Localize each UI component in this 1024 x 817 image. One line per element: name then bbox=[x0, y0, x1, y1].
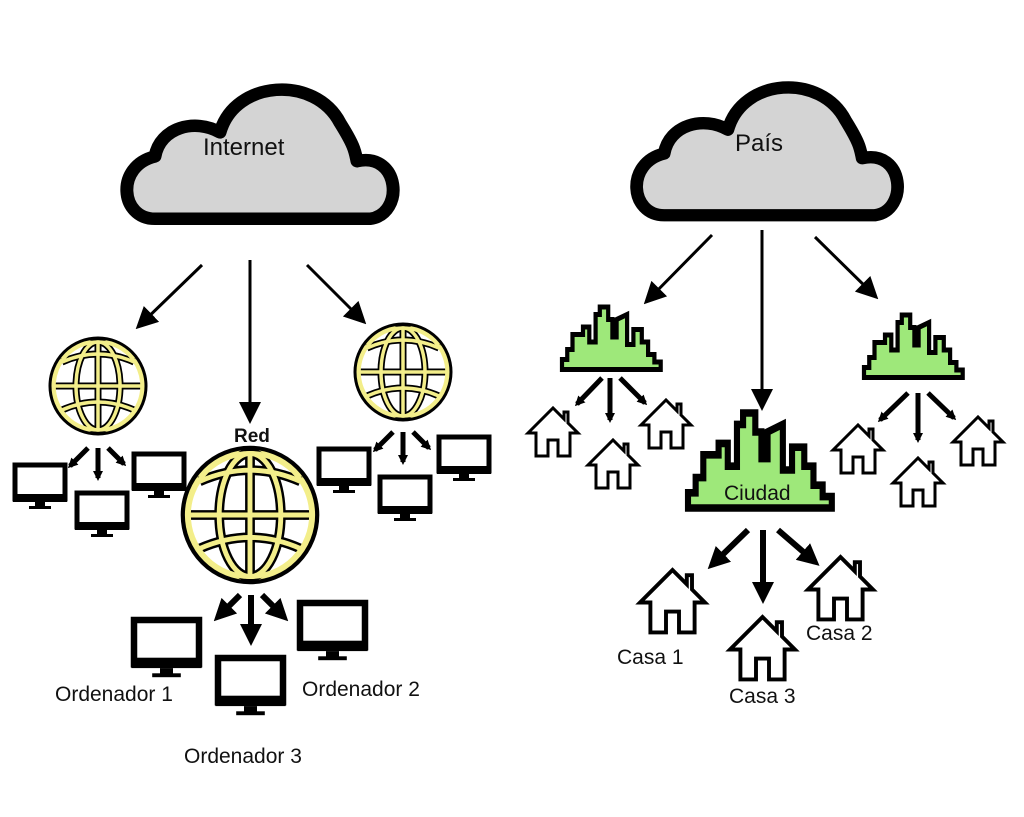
left-city-icon bbox=[562, 307, 661, 370]
ordenador-3-monitor-icon bbox=[215, 658, 285, 715]
house-icon bbox=[951, 415, 1005, 467]
casa-1-label: Casa 1 bbox=[617, 646, 684, 669]
ordenador-2-label: Ordenador 2 bbox=[302, 678, 420, 701]
ordenador-3-label: Ordenador 3 bbox=[184, 745, 302, 768]
left-network-globe-icon bbox=[50, 338, 146, 434]
arrow-pais-to-left-city bbox=[643, 233, 714, 305]
right-network-globe-icon bbox=[355, 324, 451, 420]
house-icon bbox=[831, 423, 885, 475]
arrow-internet-to-left-globe bbox=[135, 263, 204, 330]
ciudad-label: Ciudad bbox=[724, 482, 791, 505]
casa-1-house-icon bbox=[638, 568, 707, 635]
arrow-internet-to-right-globe bbox=[305, 263, 367, 325]
pais-label: País bbox=[735, 130, 784, 157]
left-globe-arrows bbox=[67, 446, 127, 481]
red-globe-icon bbox=[183, 448, 317, 582]
house-icon bbox=[586, 438, 640, 490]
casa-3-house-icon bbox=[728, 615, 797, 682]
right-city-icon bbox=[864, 315, 963, 378]
red-arrows bbox=[213, 592, 289, 646]
right-city-arrows bbox=[877, 391, 957, 443]
ciudad-arrows bbox=[707, 527, 820, 604]
ordenador-1-label: Ordenador 1 bbox=[55, 683, 173, 706]
monitor-icon bbox=[317, 449, 371, 493]
house-icon bbox=[891, 456, 945, 508]
right-globe-arrows bbox=[372, 430, 432, 465]
monitor-icon bbox=[132, 454, 186, 498]
house-icon bbox=[526, 406, 580, 458]
monitor-icon bbox=[75, 493, 129, 537]
monitor-icon bbox=[378, 477, 432, 521]
ordenador-1-monitor-icon bbox=[131, 620, 201, 677]
monitor-icon bbox=[437, 437, 491, 481]
monitor-icon bbox=[13, 465, 67, 509]
left-city-arrows bbox=[574, 376, 648, 423]
red-label: Red bbox=[234, 426, 270, 447]
internet-label: Internet bbox=[203, 134, 285, 161]
house-icon bbox=[639, 398, 693, 450]
ordenador-2-monitor-icon bbox=[297, 603, 367, 660]
arrow-pais-to-right-city bbox=[813, 235, 879, 300]
casa-3-label: Casa 3 bbox=[729, 685, 796, 708]
casa-2-label: Casa 2 bbox=[806, 622, 873, 645]
casa-2-house-icon bbox=[806, 555, 875, 622]
